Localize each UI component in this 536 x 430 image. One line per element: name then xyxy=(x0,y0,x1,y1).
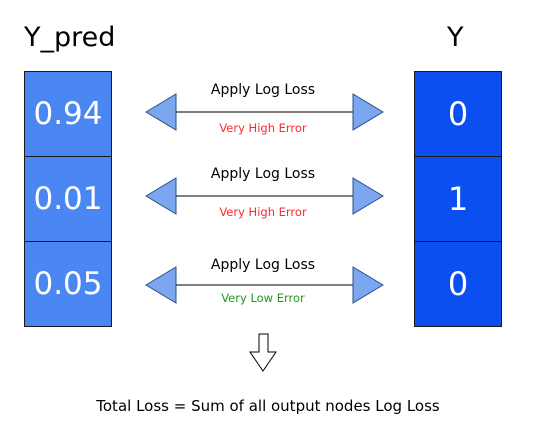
left-arrowhead-icon xyxy=(145,177,177,215)
right-arrowhead-icon xyxy=(352,177,384,215)
y-pred-cell-2: 0.01 xyxy=(24,156,112,242)
total-loss-caption: Total Loss = Sum of all output nodes Log… xyxy=(96,397,440,415)
left-arrowhead-icon xyxy=(145,266,177,304)
y-pred-cell-1: 0.94 xyxy=(24,71,112,157)
left-arrowhead-icon xyxy=(145,93,177,131)
op-label-row-3: Apply Log Loss xyxy=(210,257,316,273)
y-cell-3: 0 xyxy=(414,241,502,327)
y-pred-cell-3: 0.05 xyxy=(24,241,112,327)
op-label-row-1: Apply Log Loss xyxy=(210,82,316,98)
error-label-row-3: Very Low Error xyxy=(221,291,305,305)
down-arrow-icon xyxy=(249,333,277,372)
double-arrow-row-1 xyxy=(145,93,384,131)
y-heading: Y xyxy=(447,22,464,53)
double-arrow-row-2 xyxy=(145,177,384,215)
error-label-row-1: Very High Error xyxy=(219,121,307,135)
right-arrowhead-icon xyxy=(352,93,384,131)
y-pred-column: 0.94 0.01 0.05 xyxy=(24,71,112,327)
y-pred-heading: Y_pred xyxy=(24,22,116,53)
right-arrowhead-icon xyxy=(352,266,384,304)
op-label-row-2: Apply Log Loss xyxy=(210,166,316,182)
double-arrow-row-3 xyxy=(145,266,384,304)
y-column: 0 1 0 xyxy=(414,71,502,327)
error-label-row-2: Very High Error xyxy=(219,205,307,219)
